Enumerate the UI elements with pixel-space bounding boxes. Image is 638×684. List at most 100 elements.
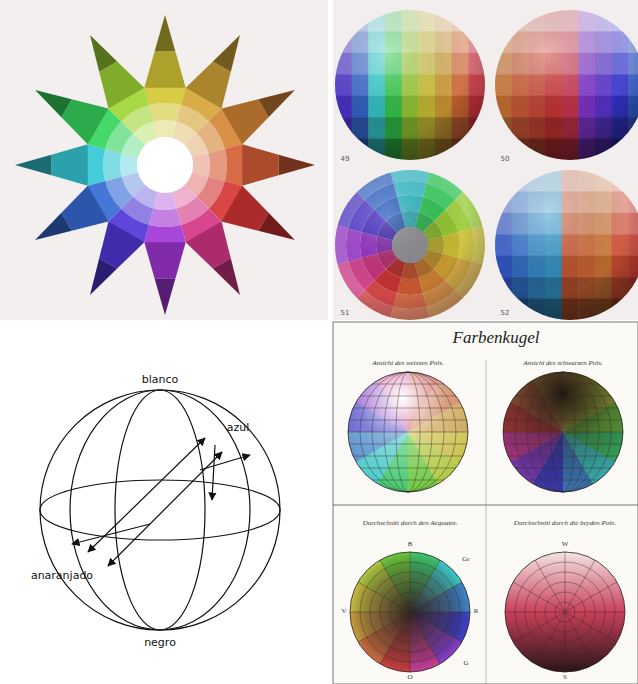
radius-line (410, 552, 411, 612)
sphere-cell (628, 299, 638, 321)
view-caption: Durchschnitt durch den Aequator. (355, 520, 465, 528)
equator-ellipse (40, 480, 280, 540)
figure-number: 50 (495, 156, 515, 164)
star-point (279, 155, 315, 176)
star-point (144, 51, 185, 87)
star-ring (149, 208, 181, 227)
sphere-outline (503, 372, 623, 492)
star-point (90, 35, 117, 72)
star-point (90, 258, 117, 295)
star-point (15, 155, 51, 176)
star-point (222, 186, 269, 231)
runge-sphere (348, 372, 468, 492)
runge-overlay (348, 372, 468, 492)
radius-line (410, 612, 440, 664)
meridian-ellipse (115, 390, 205, 630)
sphere-cell (495, 170, 512, 192)
view-caption: Durchschnitt durch die beyden Pole. (510, 520, 620, 528)
radius-line (535, 612, 565, 664)
star-point (144, 242, 185, 278)
sphere-outline (40, 390, 280, 630)
figure-number: 49 (335, 156, 355, 164)
itten-sphere (495, 10, 638, 161)
star-point (51, 144, 87, 185)
radius-line (565, 582, 617, 612)
radius-line (380, 560, 410, 612)
star-point (213, 258, 240, 295)
star-point (258, 213, 295, 240)
meridian-ellipse (70, 390, 250, 630)
view-caption: Ansicht des schwarzen Pols. (498, 360, 628, 368)
radius-line (565, 612, 566, 672)
sphere-shading (335, 170, 485, 320)
star-point (213, 35, 240, 72)
parallel-line (508, 456, 618, 457)
runge-overlay (503, 372, 623, 492)
runge-sphere (503, 372, 623, 492)
radius-line (410, 612, 411, 672)
star-point (186, 222, 231, 269)
radius-line (410, 612, 470, 613)
color-letter: Gr (459, 556, 473, 564)
color-letter: O (403, 674, 417, 682)
radius-line (513, 612, 565, 642)
radius-line (565, 612, 595, 664)
star-point (99, 61, 144, 108)
star-ring (149, 103, 181, 122)
star-point (222, 99, 269, 144)
star-point (99, 222, 144, 269)
panel-title: Farbenkugel (426, 329, 566, 348)
star-point (258, 90, 295, 117)
star-ring (144, 225, 185, 245)
radius-line (565, 560, 595, 612)
sphere-cell (468, 10, 485, 32)
parallel-line (348, 432, 468, 433)
color-letter: V (337, 608, 351, 616)
parallel-line (527, 384, 599, 385)
runge-overlay (350, 552, 470, 672)
star-point (155, 15, 176, 51)
pole-label: blanco (130, 374, 190, 386)
sphere-shading (495, 10, 638, 160)
sphere-cell (468, 139, 485, 161)
figure-number: 51 (335, 310, 355, 318)
axis-arrow (212, 445, 215, 500)
radius-line (410, 582, 462, 612)
parallel-line (349, 420, 467, 421)
panel-ground (0, 0, 328, 320)
radius-line (410, 560, 440, 612)
parallel-line (503, 432, 623, 433)
radius-line (565, 612, 625, 613)
axis-arrow (200, 455, 250, 470)
parallel-line (353, 456, 463, 457)
parallel-line (504, 444, 622, 445)
color-label: anaranjado (17, 570, 107, 582)
parallel-line (527, 480, 599, 481)
itten-sphere (335, 10, 486, 161)
radius-line (358, 582, 410, 612)
sphere-shading (495, 170, 638, 320)
sphere-cell (495, 10, 512, 32)
color-letter: S (558, 674, 572, 682)
runge-overlay (505, 552, 625, 672)
parallel-line (515, 396, 611, 397)
sphere-cell (335, 10, 352, 32)
panel-divider (486, 360, 487, 684)
color-label: azul (218, 422, 258, 434)
sphere-outline (505, 552, 625, 672)
radius-line (410, 612, 462, 642)
color-letter: W (558, 541, 572, 549)
star-point (35, 213, 72, 240)
parallel-line (360, 396, 456, 397)
star-point (61, 99, 108, 144)
radius-line (350, 612, 410, 613)
star-ring (103, 149, 122, 181)
radius-line (380, 612, 410, 664)
parallel-line (372, 480, 444, 481)
parallel-line (508, 408, 618, 409)
color-letter: R (469, 608, 483, 616)
sphere-outline (348, 372, 468, 492)
panel-ground (333, 322, 638, 684)
